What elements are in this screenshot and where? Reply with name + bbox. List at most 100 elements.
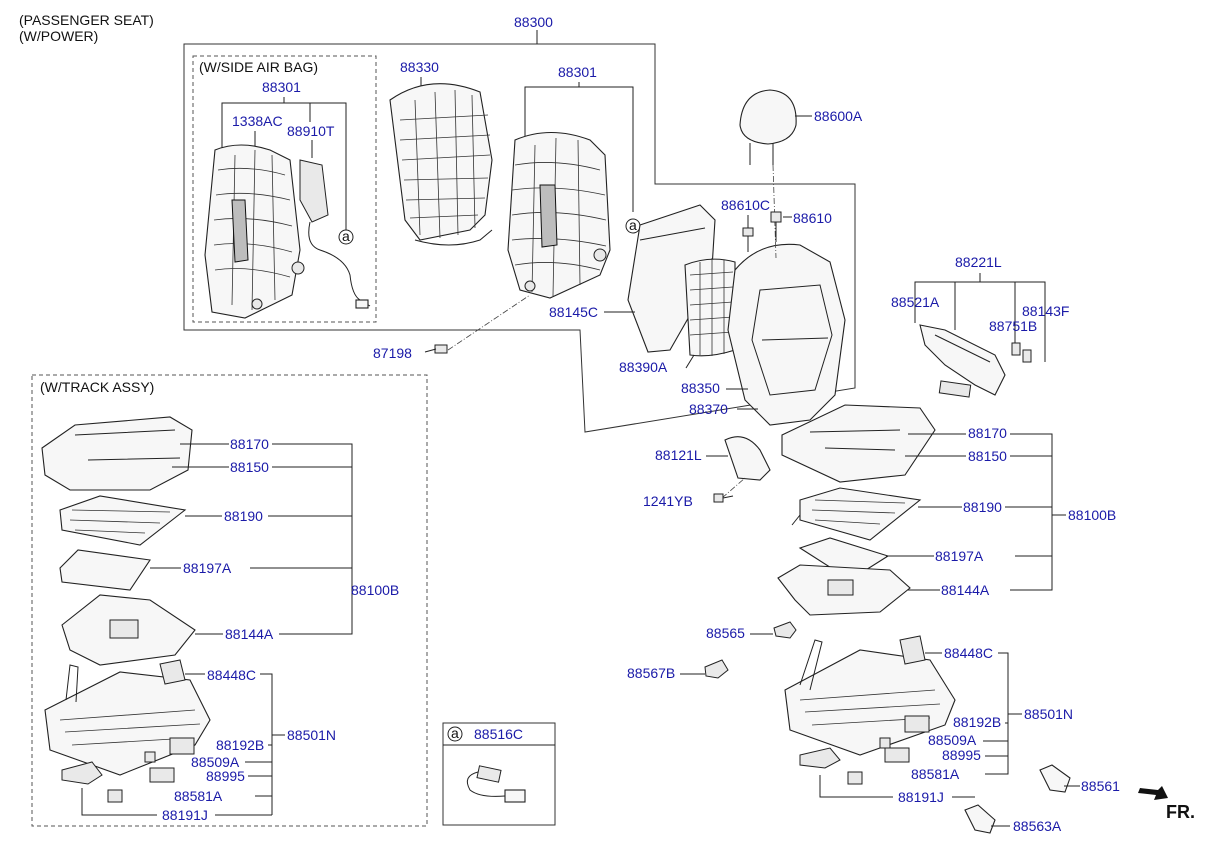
label-88995-l: 88995	[206, 768, 245, 784]
label-88197A-r: 88197A	[935, 548, 984, 564]
assembly-axis	[447, 294, 531, 351]
cushion-cover-right-icon	[781, 404, 936, 483]
leader-88191J-r	[819, 775, 893, 798]
label-88565: 88565	[706, 625, 745, 641]
callout-box-a	[442, 722, 556, 826]
label-1241YB: 1241YB	[643, 493, 693, 509]
heading-side-airbag: (W/SIDE AIR BAG)	[199, 59, 318, 75]
label-88100B-r: 88100B	[1068, 507, 1116, 523]
front-indicator: FR.	[1166, 802, 1195, 822]
label-88301-airbag: 88301	[262, 79, 301, 95]
callout-a-box-text: a	[451, 725, 459, 741]
bracket-88100B-r	[1010, 433, 1053, 591]
label-88150-r: 88150	[968, 448, 1007, 464]
clip-88567B-icon	[704, 659, 729, 679]
seatback-cover-icon	[727, 243, 846, 426]
assembly-axis	[721, 477, 746, 499]
label-88600A: 88600A	[814, 108, 863, 124]
label-88448C-r: 88448C	[944, 645, 993, 661]
heater-mat-left-icon	[59, 495, 187, 546]
airbag-module-icon	[299, 159, 371, 309]
label-88143F: 88143F	[1022, 303, 1069, 319]
guide-88610C-icon	[742, 227, 754, 252]
label-88350: 88350	[681, 380, 720, 396]
label-88192B-r: 88192B	[953, 714, 1001, 730]
label-1338AC: 1338AC	[232, 113, 283, 129]
bracket-88501N-l	[255, 673, 273, 797]
label-88910T: 88910T	[287, 123, 335, 139]
heading-track-assy: (W/TRACK ASSY)	[40, 379, 154, 395]
screw-1241YB-icon	[713, 493, 734, 503]
back-support-88390A-icon	[684, 258, 736, 357]
label-88121L: 88121L	[655, 447, 702, 463]
seat-track-left-icon	[44, 659, 211, 803]
label-88190-l: 88190	[224, 508, 263, 524]
label-87198: 87198	[373, 345, 412, 361]
sheet-88144A-left-icon	[61, 594, 196, 666]
leader-88390A	[685, 354, 695, 369]
label-88370: 88370	[689, 401, 728, 417]
label-88145C: 88145C	[549, 304, 598, 320]
label-88521A: 88521A	[891, 294, 940, 310]
label-88448C-l: 88448C	[207, 667, 256, 683]
label-88610C: 88610C	[721, 197, 770, 213]
label-88192B-l: 88192B	[216, 737, 264, 753]
label-88751B: 88751B	[989, 318, 1037, 334]
seatback-assembly-frame	[183, 43, 856, 433]
label-88563A: 88563A	[1013, 818, 1062, 834]
bracket-88100B-l	[272, 443, 353, 635]
callout-a-box	[447, 726, 463, 742]
label-88144A-r: 88144A	[941, 582, 990, 598]
label-88501N-l: 88501N	[287, 727, 336, 743]
knob-88751B-icon	[1011, 342, 1032, 363]
heading-power: (W/POWER)	[19, 28, 98, 44]
label-88170-l: 88170	[230, 436, 269, 452]
bolt-87198-icon	[424, 344, 448, 354]
track-assy-box	[31, 374, 428, 827]
callout-a-frame-text: a	[629, 217, 637, 233]
clip-88565-icon	[773, 621, 797, 639]
label-88190-r: 88190	[963, 499, 1002, 515]
label-88581A-l: 88581A	[174, 788, 223, 804]
front-arrow-icon	[1138, 786, 1168, 800]
cover-88563A-icon	[964, 804, 996, 834]
wiring-harness-88516C-icon	[466, 765, 526, 803]
label-88581A-r: 88581A	[911, 766, 960, 782]
label-88191J-r: 88191J	[898, 789, 944, 805]
label-88197A-l: 88197A	[183, 560, 232, 576]
side-airbag-box	[192, 55, 377, 323]
label-88501N-r: 88501N	[1024, 706, 1073, 722]
label-88610: 88610	[793, 210, 832, 226]
seat-track-right-icon	[784, 635, 956, 785]
label-88509A-r: 88509A	[928, 732, 977, 748]
guide-88610-icon	[770, 211, 782, 242]
cover-88561-icon	[1039, 764, 1071, 793]
side-shield-88221L-icon	[919, 324, 1006, 398]
headrest-icon	[739, 89, 797, 165]
label-88301: 88301	[558, 64, 597, 80]
heater-mat-right-icon	[791, 487, 922, 541]
callout-a-airbag-text: a	[342, 228, 350, 244]
leader-88191J-l	[81, 788, 157, 816]
heading-passenger-seat: (PASSENGER SEAT)	[19, 12, 154, 28]
seatback-frame-88301-icon	[507, 132, 611, 299]
label-88390A: 88390A	[619, 359, 668, 375]
seatback-frame-airbag-icon	[204, 144, 305, 319]
label-88995-r: 88995	[942, 747, 981, 763]
label-88221L: 88221L	[955, 254, 1002, 270]
label-88144A-l: 88144A	[225, 626, 274, 642]
label-88150-l: 88150	[230, 459, 269, 475]
pad-88197A-left-icon	[59, 549, 151, 591]
label-88191J-l: 88191J	[162, 807, 208, 823]
cover-88121L-icon	[724, 436, 771, 481]
label-88330: 88330	[400, 59, 439, 75]
sheet-88144A-right-icon	[777, 564, 911, 616]
seatback-board-88330-icon	[389, 83, 493, 246]
label-88100B-l: 88100B	[351, 582, 399, 598]
label-88509A-l: 88509A	[191, 754, 240, 770]
label-88567B: 88567B	[627, 665, 675, 681]
cushion-cover-left-icon	[41, 416, 193, 491]
label-88170-r: 88170	[968, 425, 1007, 441]
label-88300: 88300	[514, 14, 553, 30]
